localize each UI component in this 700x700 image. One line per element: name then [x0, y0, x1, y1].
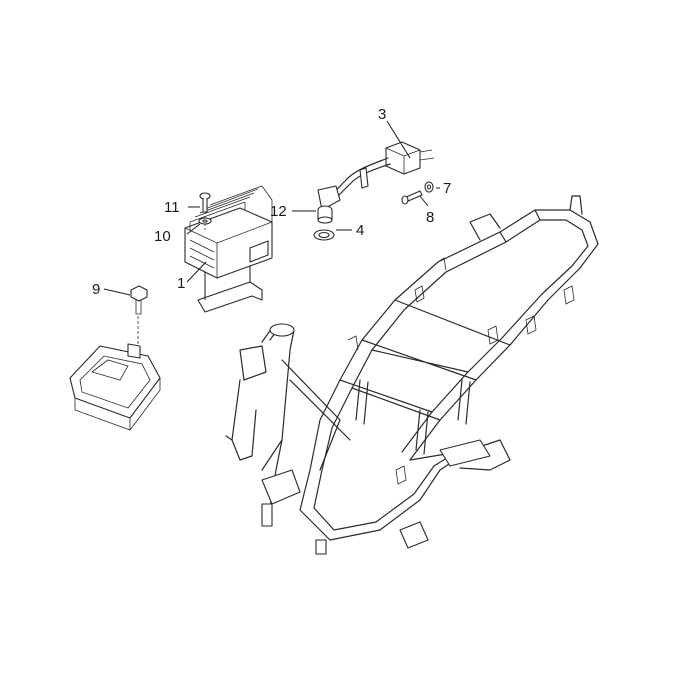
spark-plug-cap-12 [317, 185, 341, 224]
callout-12: 12 [270, 203, 287, 220]
callout-9: 9 [92, 281, 100, 298]
callout-1: 1 [177, 275, 185, 292]
callout-3: 3 [378, 106, 386, 123]
ignition-coil [385, 141, 435, 175]
leader-lines [103, 120, 440, 296]
washer-10 [198, 217, 212, 225]
callout-8: 8 [426, 209, 434, 226]
voltage-regulator [184, 185, 273, 313]
seal-4 [313, 229, 335, 241]
callout-11: 11 [164, 199, 180, 216]
screw-8 [401, 190, 423, 205]
washer-7 [424, 181, 434, 193]
callout-4: 4 [356, 222, 364, 239]
screw-11 [199, 192, 211, 213]
callout-7: 7 [443, 180, 451, 197]
callout-10: 10 [154, 228, 171, 245]
scooter-frame [225, 195, 599, 555]
lead-clip [359, 167, 369, 189]
regulator-cover [69, 343, 161, 431]
screw-9 [130, 285, 148, 315]
